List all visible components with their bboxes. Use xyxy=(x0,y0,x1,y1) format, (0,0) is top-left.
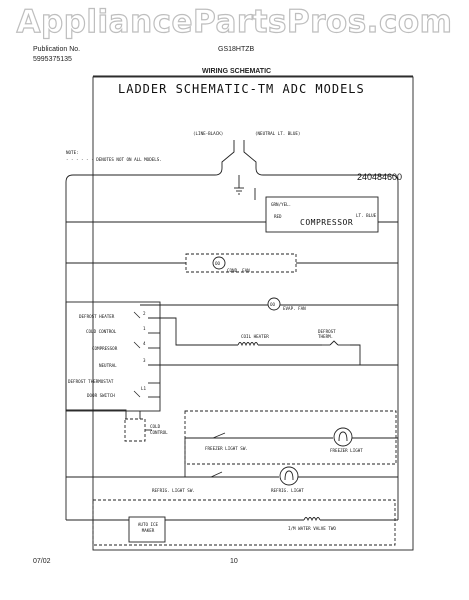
line-rail xyxy=(65,167,223,520)
timer-label-door-switch: DOOR SWITCH xyxy=(87,393,115,398)
neutral-rail xyxy=(255,167,399,520)
lt-blue-label: LT. BLUE xyxy=(356,213,377,218)
ice-maker-module xyxy=(128,516,166,543)
note-label: NOTE: xyxy=(66,150,79,155)
line-label: (LINE-BLACK) xyxy=(193,131,224,136)
defrost-therm-symbol xyxy=(329,340,339,346)
refrig-light-label: REFRIG. LIGHT xyxy=(271,488,304,493)
coil-heater-label: COIL HEATER xyxy=(241,334,269,339)
freezer-light-label: FREEZER LIGHT xyxy=(330,448,363,453)
neutral-wire xyxy=(243,140,257,168)
lights-box xyxy=(184,410,397,465)
coil-heater-symbol xyxy=(237,342,259,347)
freezer-light-symbol xyxy=(333,427,353,447)
section-title: WIRING SCHEMATIC xyxy=(202,68,272,75)
defrost-heater-wire xyxy=(148,317,238,346)
cond-fan-glyph: OO xyxy=(215,261,221,266)
compressor-label: COMPRESSOR xyxy=(300,218,354,227)
cond-fan-label: COND. FAN xyxy=(227,268,250,273)
timer-pin-l1: L1 xyxy=(141,386,147,391)
ice-maker-label: AUTO ICE MAKER xyxy=(137,522,159,533)
timer-label-defrost-thermostat: DEFROST THERMOSTAT xyxy=(68,379,114,384)
defrost-therm-label: DEFROST THERM. xyxy=(318,329,336,339)
water-valve-label: I/M WATER VALVE TWO xyxy=(288,526,336,531)
freezer-light-sw-label: FREEZER LIGHT SW. xyxy=(205,446,248,451)
refrig-light-sw-label: REFRIG. LIGHT SW. xyxy=(152,488,195,493)
timer-label-defrost-heater: DEFROST HEATER xyxy=(79,314,115,319)
diagram-title: LADDER SCHEMATIC-TM ADC MODELS xyxy=(118,82,365,96)
cond-fan-symbol xyxy=(212,256,226,270)
ice-maker-box xyxy=(92,499,396,546)
red-label: RED xyxy=(274,214,282,219)
neutral-label: (NEUTRAL LT. BLUE) xyxy=(255,131,301,136)
cold-control-box xyxy=(124,418,146,442)
water-valve-coil xyxy=(303,517,321,522)
timer-pin-2: 2 xyxy=(143,311,146,316)
timer-pin-3: 3 xyxy=(143,358,146,363)
defrost-timer-box xyxy=(65,301,161,412)
timer-pin-4: 4 xyxy=(143,341,146,346)
publication-label: Publication No. xyxy=(33,46,81,53)
note-text: - - - - - - DENOTES NOT ON ALL MODELS. xyxy=(66,157,162,162)
diagram-frame xyxy=(92,76,414,551)
refrig-light-switch xyxy=(210,471,223,478)
cold-control-label: COLD CONTROL xyxy=(150,424,168,435)
evap-fan-glyph: OO xyxy=(270,302,276,307)
part-number: 240484600 xyxy=(357,172,403,182)
model-number: GS18HTZB xyxy=(218,46,255,53)
watermark: AppliancePartsPros.com xyxy=(16,3,453,40)
evap-fan-label: EVAP. FAN xyxy=(283,306,306,311)
timer-pin-1: 1 xyxy=(143,326,146,331)
freezer-light-switch xyxy=(212,432,226,439)
footer-page: 10 xyxy=(230,558,238,565)
footer-date: 07/02 xyxy=(33,558,51,565)
timer-label-cold-control: COLD CONTROL xyxy=(86,329,117,334)
compressor-box xyxy=(265,196,379,233)
refrig-light-symbol xyxy=(279,466,299,486)
evap-fan-symbol xyxy=(267,297,281,311)
publication-number: 5995375135 xyxy=(33,56,72,63)
timer-label-compressor: COMPRESSOR xyxy=(92,346,118,351)
grn-yel-label: GRN/YEL. xyxy=(271,202,292,207)
timer-label-neutral: NEUTRAL xyxy=(99,363,117,368)
line-wire xyxy=(221,140,235,168)
